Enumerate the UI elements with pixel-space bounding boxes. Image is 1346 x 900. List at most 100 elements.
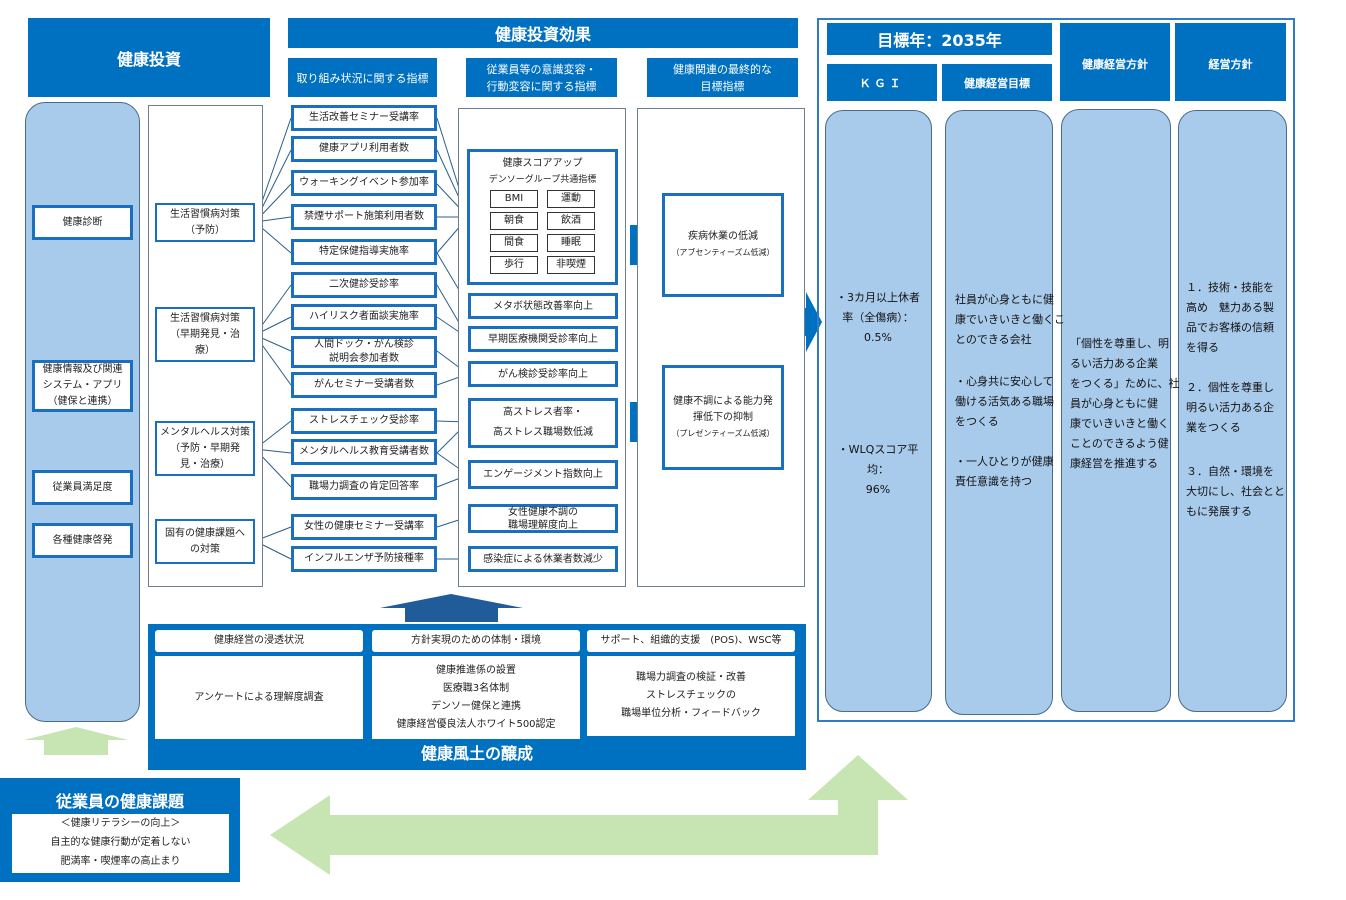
label: （予防・早期発: [170, 442, 240, 454]
activity-indicator: インフルエンザ予防接種率: [291, 546, 437, 572]
label: 職場単位分析・フィードバック: [621, 708, 761, 719]
policy-column: [1061, 109, 1171, 712]
category-box: 生活習慣病対策（予防）: [155, 203, 255, 242]
activity-indicator: がんセミナー受講者数: [291, 372, 437, 398]
target-year: 目標年：2035年: [827, 23, 1052, 55]
final-header: 健康関連の最終的な目標指標: [647, 58, 798, 97]
culture-section-header: サポート、組織的支援 (POS)、WSC等: [587, 630, 795, 652]
line: 働ける活気ある職場: [955, 395, 1054, 408]
label: がんセミナー受講者数: [314, 379, 414, 390]
category-box: 生活習慣病対策 （早期発見・治療）: [155, 307, 255, 362]
label: 従業員等の意識変容・: [486, 62, 597, 76]
label: メタボ状態改善率向上: [493, 300, 593, 312]
activity-indicator: ウォーキングイベント参加率: [291, 170, 437, 196]
label: 健康関連の最終的な: [673, 62, 772, 76]
line: ・一人ひとりが健康: [955, 455, 1054, 468]
activity-header: 取り組み状況に関する指標: [288, 58, 437, 97]
behavior-indicator: メタボ状態改善率向上: [468, 293, 618, 319]
category-box: 固有の健康課題への対策: [155, 519, 255, 564]
label: ウォーキングイベント参加率: [299, 177, 429, 188]
target-frame: [817, 18, 1295, 722]
label: 揮低下の抑制: [693, 411, 753, 423]
issues-title: 従業員の健康課題: [55, 792, 184, 811]
line: 率（全傷病）：: [842, 311, 914, 324]
line: ・WLQスコア平均：: [837, 443, 919, 476]
activity-indicator: 特定保健指導実施率: [291, 239, 437, 265]
activity-indicator: 二次健診受診率: [291, 272, 437, 298]
mgmt-item: ２．個性を尊重し明るい活力ある企業をつくる: [1186, 378, 1274, 438]
culture-panel: 健康経営の浸透状況アンケートによる理解度調査 方針実現のための体制・環境健康推進係…: [148, 624, 806, 770]
mgmt-header: 経営方針: [1175, 23, 1286, 101]
label: 女性の健康セミナー受講率: [304, 521, 424, 532]
mgmt-column: [1178, 110, 1287, 712]
score-title: 健康スコアアップ: [502, 158, 583, 169]
label: 職場力調査の検証・改善: [636, 672, 746, 683]
investment-header: 健康投資: [28, 18, 270, 97]
behavior-indicator: エンゲージメント指数向上: [468, 460, 618, 489]
investment-column: [25, 102, 140, 722]
activity-indicator: 禁煙サポート施策利用者数: [291, 204, 437, 230]
activity-indicator: メンタルヘルス教育受講者数: [291, 439, 437, 465]
label: 医療職3名体制: [442, 682, 510, 694]
label: 高ストレス職場数低減: [493, 427, 593, 438]
final-indicator: 疾病休業の低減（アブセンティーズム低減）: [662, 193, 784, 297]
label: 行動変容に関する指標: [486, 79, 597, 93]
label: （早期発見・治: [170, 328, 240, 340]
culture-section-header: 健康経営の浸透状況: [155, 630, 363, 652]
note: （プレゼンティーズム低減）: [671, 428, 775, 438]
issue-line: 肥満率・喫煙率の高止まり: [60, 856, 181, 867]
goal-item: ・心身共に安心して働ける活気ある職場をつくる: [955, 372, 1054, 432]
mgmt-item: １．技術・技能を高め 魅力ある製品でお客様の信頼を得る: [1186, 278, 1274, 358]
label: エンゲージメント指数向上: [483, 469, 603, 480]
policy-header: 健康経営方針: [1060, 23, 1170, 101]
line: 社員が心身ともに健: [955, 293, 1054, 306]
activity-indicator: 職場力調査の肯定回答率: [291, 474, 437, 500]
score-item: 非喫煙: [547, 256, 595, 274]
behavior-indicator: 早期医療機関受診率向上: [468, 326, 618, 352]
label: 生活習慣病対策: [170, 312, 240, 324]
issues-panel: 従業員の健康課題 ＜健康リテラシーの向上＞ 自主的な健康行動が定着しない肥満率・喫…: [0, 778, 240, 882]
label: 女性健康不調の: [508, 506, 578, 518]
behavior-indicator: 感染症による休業者数減少: [468, 546, 618, 572]
line: 責任意識を持つ: [955, 475, 1032, 488]
issue-line: 自主的な健康行動が定着しない: [50, 837, 191, 848]
line: 康でいきいきと働く: [1070, 417, 1169, 430]
label: 生活改善セミナー受講率: [309, 112, 419, 123]
arrow-up-icon: [380, 594, 523, 622]
policy-text: 「個性を尊重し、明るい活力ある企業をつくる」ために、社員が心身ともに健康でいきい…: [1070, 334, 1179, 474]
line: ３．自然・環境を: [1186, 465, 1274, 478]
label: ハイリスク者面談実施率: [309, 311, 419, 322]
line: を得る: [1186, 341, 1219, 354]
goal-header: 健康経営目標: [942, 64, 1052, 101]
kgi-item: ・3カ月以上休者率（全傷病）：0.5%: [828, 288, 928, 348]
mgmt-item: ３．自然・環境を大切にし、社会とともに発展する: [1186, 462, 1285, 522]
activity-indicator: 生活改善セミナー受講率: [291, 105, 437, 131]
label: 療）: [195, 344, 215, 356]
culture-section-header: 方針実現のための体制・環境: [372, 630, 580, 652]
goal-item: ・一人ひとりが健康責任意識を持つ: [955, 452, 1054, 492]
label: メンタルヘルス対策: [160, 426, 250, 438]
arrow-right-icon: [790, 292, 822, 352]
line: 0.5%: [864, 331, 892, 344]
arrow-up-icon: [24, 727, 128, 755]
kgi-column: [825, 110, 932, 712]
issue-line: ＜健康リテラシーの向上＞: [60, 818, 181, 829]
label: 特定保健指導実施率: [319, 246, 409, 257]
label: 健康アプリ利用者数: [319, 143, 409, 154]
score-item: 運動: [547, 190, 595, 208]
label: アンケートによる理解度調査: [194, 691, 324, 703]
score-item: BMI: [490, 190, 538, 208]
double-arrow-icon: [270, 755, 908, 875]
label: 健康経営優良法人ホワイト500認定: [396, 718, 556, 730]
activity-indicator: ハイリスク者面談実施率: [291, 304, 437, 330]
score-item: 睡眠: [547, 234, 595, 252]
label: 説明会参加者数: [329, 353, 399, 364]
label: ストレスチェックの: [646, 690, 736, 701]
label: 高ストレス者率・: [503, 407, 583, 418]
label: の対策: [190, 543, 220, 555]
culture-section-body: 健康推進係の設置医療職3名体制デンソー健保と連携健康経営優良法人ホワイト500認…: [372, 656, 580, 739]
culture-section-body: 職場力調査の検証・改善ストレスチェックの職場単位分析・フィードバック: [587, 656, 795, 736]
category-box: メンタルヘルス対策（予防・早期発見・治療）: [155, 421, 255, 476]
behavior-header: 従業員等の意識変容・行動変容に関する指標: [466, 58, 617, 97]
label: ストレスチェック受診率: [309, 415, 419, 426]
